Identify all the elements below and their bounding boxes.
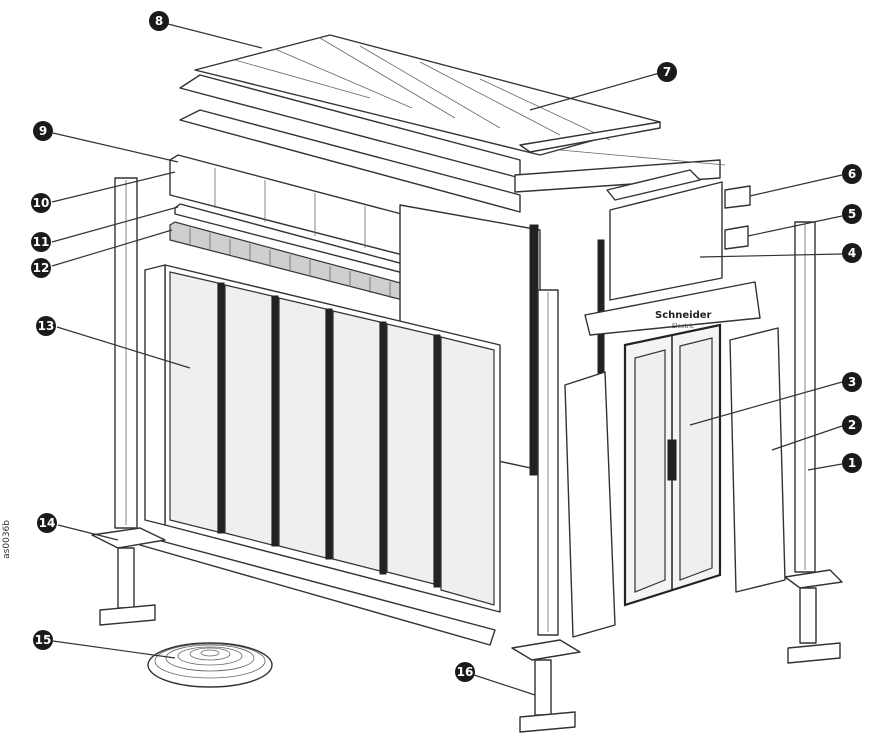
callout-15: 15: [33, 630, 53, 650]
svg-text:11: 11: [33, 235, 50, 249]
callout-16: 16: [455, 662, 475, 682]
brand-sublabel: Electric: [672, 323, 694, 330]
side-panel-left: [564, 371, 616, 638]
svg-text:14: 14: [39, 516, 56, 530]
callout-6: 6: [842, 164, 862, 184]
svg-text:1: 1: [848, 456, 856, 470]
svg-text:3: 3: [848, 375, 856, 389]
svg-text:15: 15: [35, 633, 52, 647]
svg-text:10: 10: [33, 196, 50, 210]
svg-text:12: 12: [33, 261, 50, 275]
blanking-panels: [144, 264, 501, 613]
brackets: [724, 185, 751, 250]
callout-11: 11: [31, 232, 51, 252]
callout-5: 5: [842, 204, 862, 224]
brand-label: Schneider: [655, 310, 712, 321]
callout-14: 14: [37, 513, 57, 533]
svg-text:16: 16: [457, 665, 474, 679]
double-door: [623, 323, 722, 607]
callout-9: 9: [33, 121, 53, 141]
right-column: [784, 221, 843, 664]
svg-text:7: 7: [663, 65, 671, 79]
callout-10: 10: [31, 193, 51, 213]
callout-7: 7: [657, 62, 677, 82]
callout-8: 8: [149, 11, 169, 31]
callout-4: 4: [842, 243, 862, 263]
callout-12: 12: [31, 258, 51, 278]
svg-text:4: 4: [848, 246, 856, 260]
roof-panels: [194, 34, 661, 156]
callout-3: 3: [842, 372, 862, 392]
middle-column: [511, 289, 581, 733]
svg-text:9: 9: [39, 124, 47, 138]
callout-13: 13: [36, 316, 56, 336]
svg-text:2: 2: [848, 418, 856, 432]
door-header: Schneider Electric: [584, 281, 761, 336]
callout-1: 1: [842, 453, 862, 473]
svg-text:8: 8: [155, 14, 163, 28]
end-panel: [609, 181, 723, 301]
leader-lines: [51, 23, 843, 696]
left-column: [91, 177, 166, 626]
figure-code: as0036b: [2, 520, 12, 559]
tape-roll: [147, 642, 273, 688]
svg-text:6: 6: [848, 167, 856, 181]
side-panel-right: [729, 327, 786, 593]
svg-text:13: 13: [38, 319, 55, 333]
top-frame: [179, 74, 726, 213]
callout-2: 2: [842, 415, 862, 435]
svg-text:5: 5: [848, 207, 856, 221]
